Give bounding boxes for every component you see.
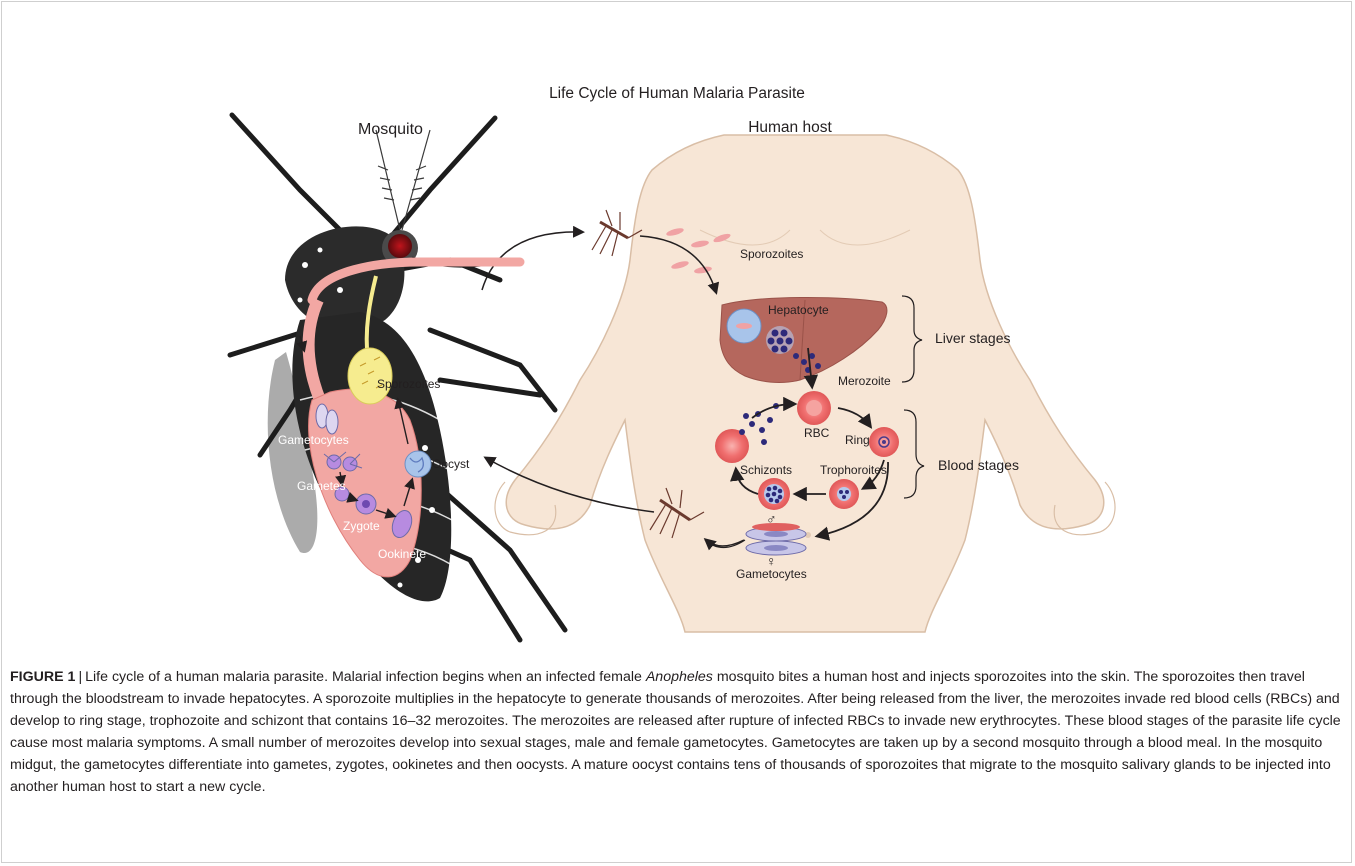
merozoite-label: Merozoite [838, 374, 891, 388]
figure-caption: FIGURE 1|Life cycle of a human malaria p… [10, 666, 1342, 798]
caption-separator: | [75, 669, 85, 685]
caption-text-part-2: mosquito bites a human host and injects … [10, 669, 1341, 795]
human-sporozoites-label: Sporozoites [740, 247, 803, 261]
schizont-cell [758, 478, 790, 510]
rbc-label: RBC [804, 426, 830, 440]
mosquito-gametocytes-label: Gametocytes [278, 433, 349, 447]
trophozoite-cell [829, 479, 859, 509]
human-gametocytes-label: Gametocytes [736, 567, 807, 581]
gametes-label: Gametes [297, 479, 346, 493]
human-host-heading: Human host [748, 119, 832, 136]
schizonts-label: Schizonts [740, 463, 792, 477]
caption-label: FIGURE 1 [10, 669, 75, 685]
zygote-label: Zygote [343, 519, 380, 533]
ring-stage-cell [869, 427, 899, 457]
hepatocyte-label: Hepatocyte [768, 303, 829, 317]
hepatocyte-cell [727, 309, 761, 343]
mosquito-heading: Mosquito [358, 121, 423, 138]
liver-stages-label: Liver stages [935, 330, 1010, 346]
rbc-cell [797, 391, 831, 425]
human-body [495, 135, 1115, 632]
life-cycle-illustration: Life Cycle of Human Malaria Parasite Hum… [0, 0, 1355, 660]
mosquito-sporozoites-label: Sporozoites [377, 377, 440, 391]
oocyst-label: Oocyst [432, 457, 470, 471]
ookinete-label: Ookinete [378, 547, 426, 561]
caption-genus: Anopheles [646, 669, 713, 685]
caption-text-part-1: Life cycle of a human malaria parasite. … [85, 669, 646, 685]
blood-stages-label: Blood stages [938, 457, 1019, 473]
figure-title: Life Cycle of Human Malaria Parasite [549, 85, 805, 102]
human-gametocyte-cells [746, 523, 806, 555]
